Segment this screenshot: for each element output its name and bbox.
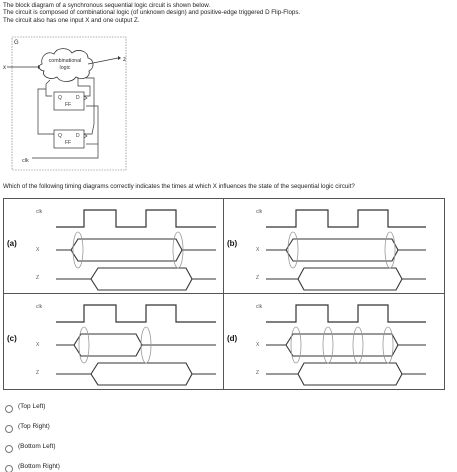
- combinational-cloud: [38, 48, 94, 82]
- x-waveform: [73, 344, 143, 357]
- timing-diagram-a: clk X Z: [36, 209, 216, 291]
- clk-waveform: [266, 304, 426, 323]
- ff1-d-label: D: [76, 95, 80, 101]
- x-waveform: [285, 249, 399, 262]
- z-waveform: [297, 373, 403, 386]
- enclosure-box: [11, 36, 127, 171]
- timing-a: clk X Z: [36, 209, 216, 291]
- signal-z-label: Z: [256, 370, 259, 376]
- signal-x-label: X: [36, 247, 40, 253]
- signal-clk-label: clk: [36, 209, 43, 215]
- input-x-label: x: [3, 65, 6, 71]
- question-text: Which of the following timing diagrams c…: [3, 183, 355, 190]
- clk-waveform: [56, 209, 216, 228]
- block-diagram-svg: G x combinational logic z Q D FF Q D FF …: [3, 36, 127, 171]
- ff1-q-label: Q: [58, 95, 62, 101]
- clk-label: clk: [22, 158, 29, 164]
- ff2-q-label: Q: [58, 133, 62, 139]
- ff1-name: FF: [65, 102, 71, 108]
- signal-x-label: X: [256, 342, 260, 348]
- z-waveform: [90, 278, 193, 291]
- signal-x-label: X: [36, 342, 40, 348]
- signal-z-label: Z: [36, 370, 39, 376]
- clk-waveform: [56, 304, 216, 323]
- panel-b-label: (b): [227, 239, 238, 248]
- radio-button[interactable]: [5, 425, 13, 433]
- cloud-label-1: combinational: [49, 58, 82, 64]
- timing-diagram-c: clk X Z: [36, 304, 216, 386]
- panel-d-label: (d): [227, 334, 238, 343]
- ff2-d-label: D: [76, 133, 80, 139]
- panel-a: (a) clk X Z: [4, 199, 224, 294]
- ff2-name: FF: [65, 140, 71, 146]
- z-waveform: [297, 278, 403, 291]
- option-label: (Top Left): [18, 402, 46, 410]
- intro-line-3: The circuit also has one input X and one…: [3, 16, 140, 24]
- output-arrow: [118, 56, 121, 60]
- option-label: (Bottom Right): [18, 462, 60, 470]
- timing-diagram-grid: (a) clk X Z (b) clk X: [3, 198, 445, 390]
- flipflop-2: [53, 129, 85, 149]
- clk-waveform: [266, 209, 426, 228]
- enclosure-label: G: [14, 40, 19, 46]
- panel-c-label: (c): [7, 334, 17, 343]
- question-intro: The block diagram of a synchronous seque…: [3, 2, 453, 24]
- radio-button[interactable]: [5, 405, 13, 413]
- clk-wire: [32, 105, 99, 159]
- signal-z-label: Z: [36, 275, 39, 281]
- answer-options: (Top Left) (Top Right) (Bottom Left) (Bo…: [5, 397, 60, 472]
- option-bottom-left[interactable]: (Bottom Left): [5, 437, 60, 457]
- option-label: (Top Right): [18, 422, 50, 430]
- option-top-right[interactable]: (Top Right): [5, 417, 60, 437]
- z-waveform: [90, 373, 193, 386]
- option-bottom-right[interactable]: (Bottom Right): [5, 457, 60, 472]
- option-label: (Bottom Left): [18, 442, 56, 450]
- panel-c: (c) clk X Z: [4, 294, 224, 389]
- radio-button[interactable]: [5, 445, 13, 453]
- intro-line-1: The block diagram of a synchronous seque…: [3, 2, 211, 9]
- signal-z-label: Z: [256, 275, 259, 281]
- panel-b: (b) clk X Z: [224, 199, 444, 294]
- output-z-label: z: [123, 57, 126, 63]
- signal-clk-label: clk: [256, 209, 263, 215]
- output-z-wire: [87, 57, 119, 65]
- panel-d: (d) clk X Z: [224, 294, 444, 389]
- flipflop-1: [53, 91, 85, 111]
- x-waveform: [285, 344, 399, 357]
- signal-x-label: X: [256, 247, 260, 253]
- timing-diagram-d: clk X Z: [256, 304, 426, 386]
- block-diagram: G x combinational logic z Q D FF Q D FF …: [2, 34, 132, 176]
- x-waveform: [56, 249, 183, 262]
- panel-a-label: (a): [7, 239, 17, 248]
- signal-clk-label: clk: [256, 304, 263, 310]
- timing-diagram-b: clk X Z: [256, 209, 426, 291]
- option-top-left[interactable]: (Top Left): [5, 397, 60, 417]
- signal-clk-label: clk: [36, 304, 43, 310]
- cloud-label-2: logic: [60, 65, 71, 71]
- radio-button[interactable]: [5, 465, 13, 472]
- intro-line-2: The circuit is composed of combinational…: [3, 9, 301, 17]
